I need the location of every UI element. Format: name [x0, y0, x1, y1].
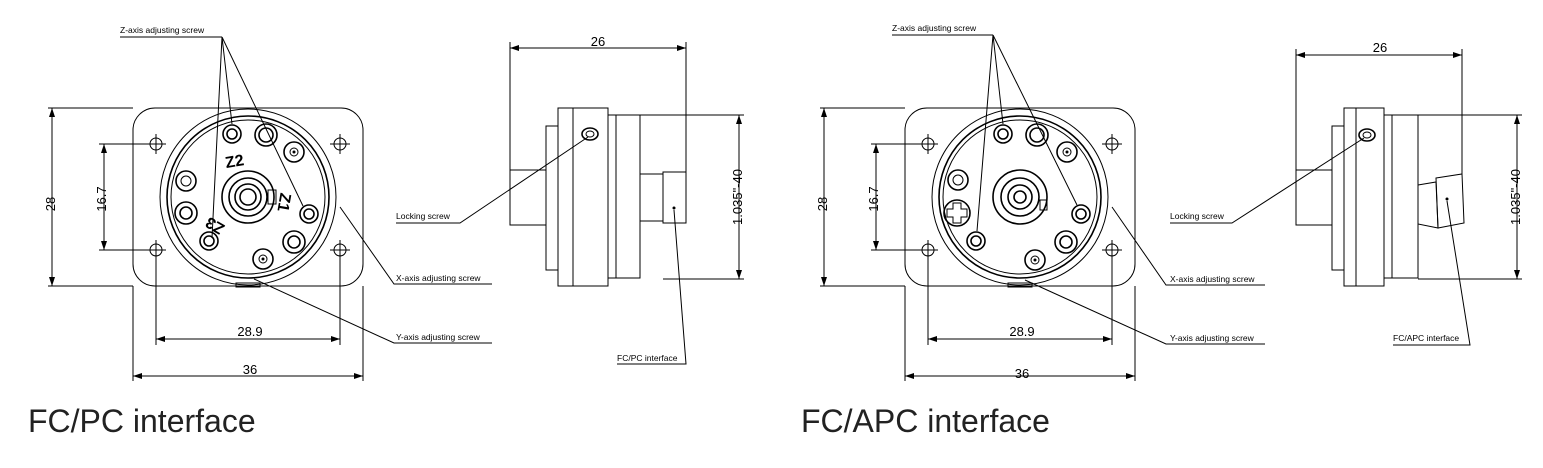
- locking-screw-right: [1358, 128, 1376, 142]
- dim-side-length-right: 26: [1373, 40, 1387, 55]
- fcpc-front-view: Z2 Z1 Z3: [132, 107, 364, 288]
- fcapc-interface-leader: [1393, 200, 1471, 346]
- locking-screw-left: [581, 127, 599, 141]
- x-axis-label-right: X-axis adjusting screw: [1170, 274, 1255, 284]
- dim-hole-spacing-h: 28.9: [237, 324, 262, 339]
- dim-hole-spacing-v-right: 16.7: [866, 186, 881, 211]
- z-axis-label-right: Z-axis adjusting screw: [892, 23, 977, 33]
- dim-hole-spacing-h-right: 28.9: [1009, 324, 1034, 339]
- y-axis-label-right: Y-axis adjusting screw: [1170, 333, 1255, 343]
- z-axis-leader-right: [892, 34, 1078, 232]
- locking-leader-right: [1170, 137, 1365, 224]
- corner-holes: [146, 134, 350, 260]
- locking-label-right: Locking screw: [1170, 211, 1225, 221]
- dim-width-outer: 36: [243, 362, 257, 377]
- y-axis-leader-right: [1024, 279, 1265, 345]
- dim-side-length-left: 26: [591, 34, 605, 49]
- z-axis-leader-left: [120, 36, 304, 239]
- dim-thread-right: 1.035"-40: [1508, 169, 1523, 225]
- fcpc-front-dimensions: [48, 107, 364, 381]
- y-axis-label-left: Y-axis adjusting screw: [396, 332, 481, 342]
- fcapc-interface-label: FC/APC interface: [1393, 333, 1459, 343]
- fcapc-side-view: [1295, 107, 1465, 287]
- locking-leader-left: [396, 136, 589, 224]
- phillips-screw: [943, 199, 971, 227]
- caption-fcapc: FC/APC interface: [801, 403, 1050, 439]
- y-axis-leader-left: [253, 278, 492, 344]
- dim-hole-spacing-v: 16.7: [94, 186, 109, 211]
- mount-plate: [132, 107, 364, 287]
- z-axis-label-left: Z-axis adjusting screw: [120, 25, 205, 35]
- z2-mark: Z2: [224, 152, 245, 172]
- x-axis-leader-right: [1111, 206, 1265, 286]
- fcapc-front-view: [904, 107, 1136, 288]
- dim-width-outer-right: 36: [1015, 366, 1029, 381]
- dim-thread-left: 1.035"-40: [730, 169, 745, 225]
- locking-label-left: Locking screw: [396, 211, 451, 221]
- x-axis-leader-left: [339, 206, 492, 285]
- dim-height-outer: 28: [43, 197, 58, 211]
- z1-mark: Z1: [273, 192, 293, 213]
- z3-mark: Z3: [203, 213, 228, 237]
- dim-height-outer-right: 28: [815, 197, 830, 211]
- caption-fcpc: FC/PC interface: [28, 403, 256, 439]
- x-axis-label-left: X-axis adjusting screw: [396, 273, 481, 283]
- fcpc-side-view: [509, 107, 687, 287]
- fcpc-interface-leader: [617, 209, 687, 365]
- fcpc-interface-label: FC/PC interface: [617, 353, 678, 363]
- fcapc-front-dimensions: [820, 107, 1136, 381]
